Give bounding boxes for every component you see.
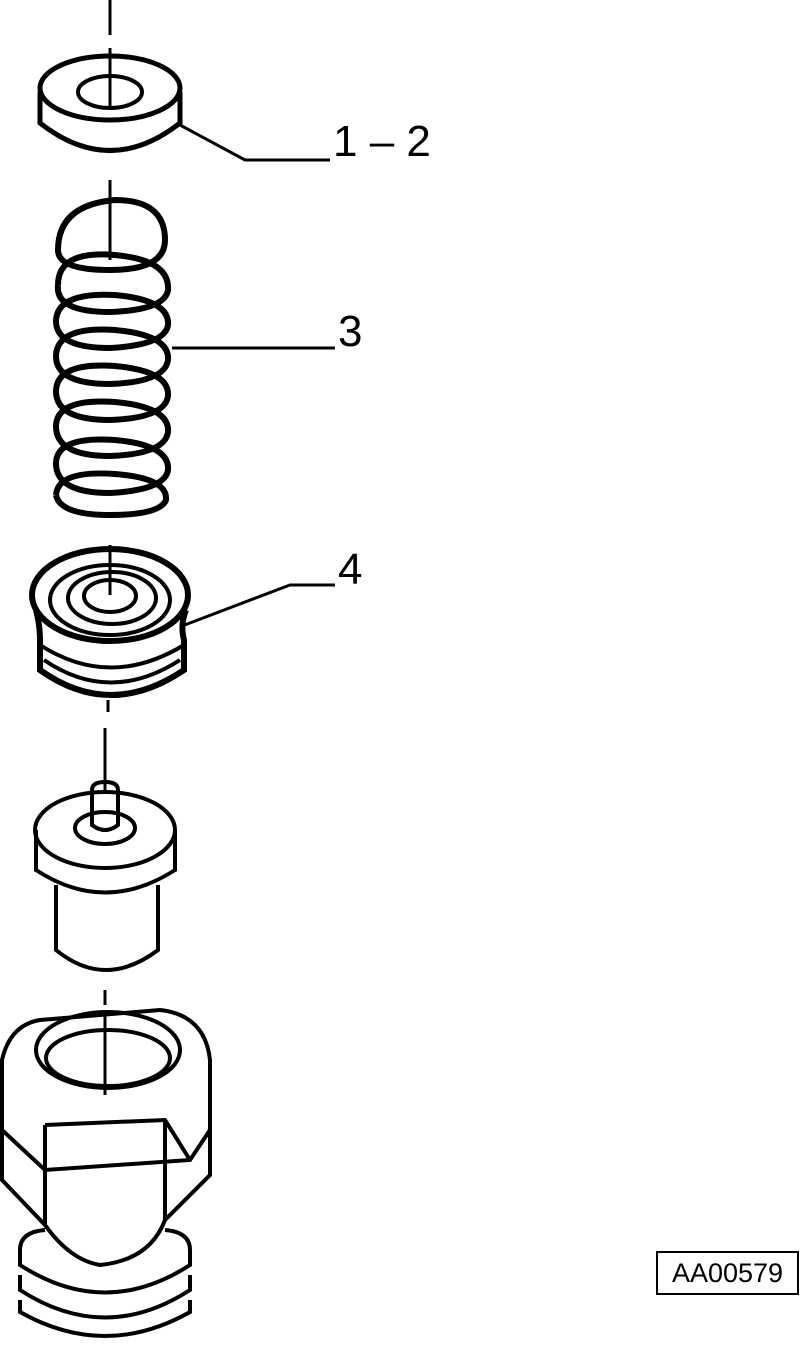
- washer-part: [37, 53, 183, 153]
- reference-code: AA00579: [671, 1257, 784, 1288]
- callout-label-valve-holder: 4: [338, 545, 363, 594]
- coil-spring-part: [52, 196, 172, 519]
- leader-lines: [172, 123, 335, 628]
- callout-label-spring: 3: [338, 307, 363, 356]
- valve-piston-part: [33, 779, 177, 972]
- hex-nut-part: [0, 1007, 212, 1338]
- callout-label-washers: 1 – 2: [333, 117, 431, 166]
- valve-holder-part: [29, 546, 191, 698]
- reference-code-box: AA00579: [656, 1251, 799, 1295]
